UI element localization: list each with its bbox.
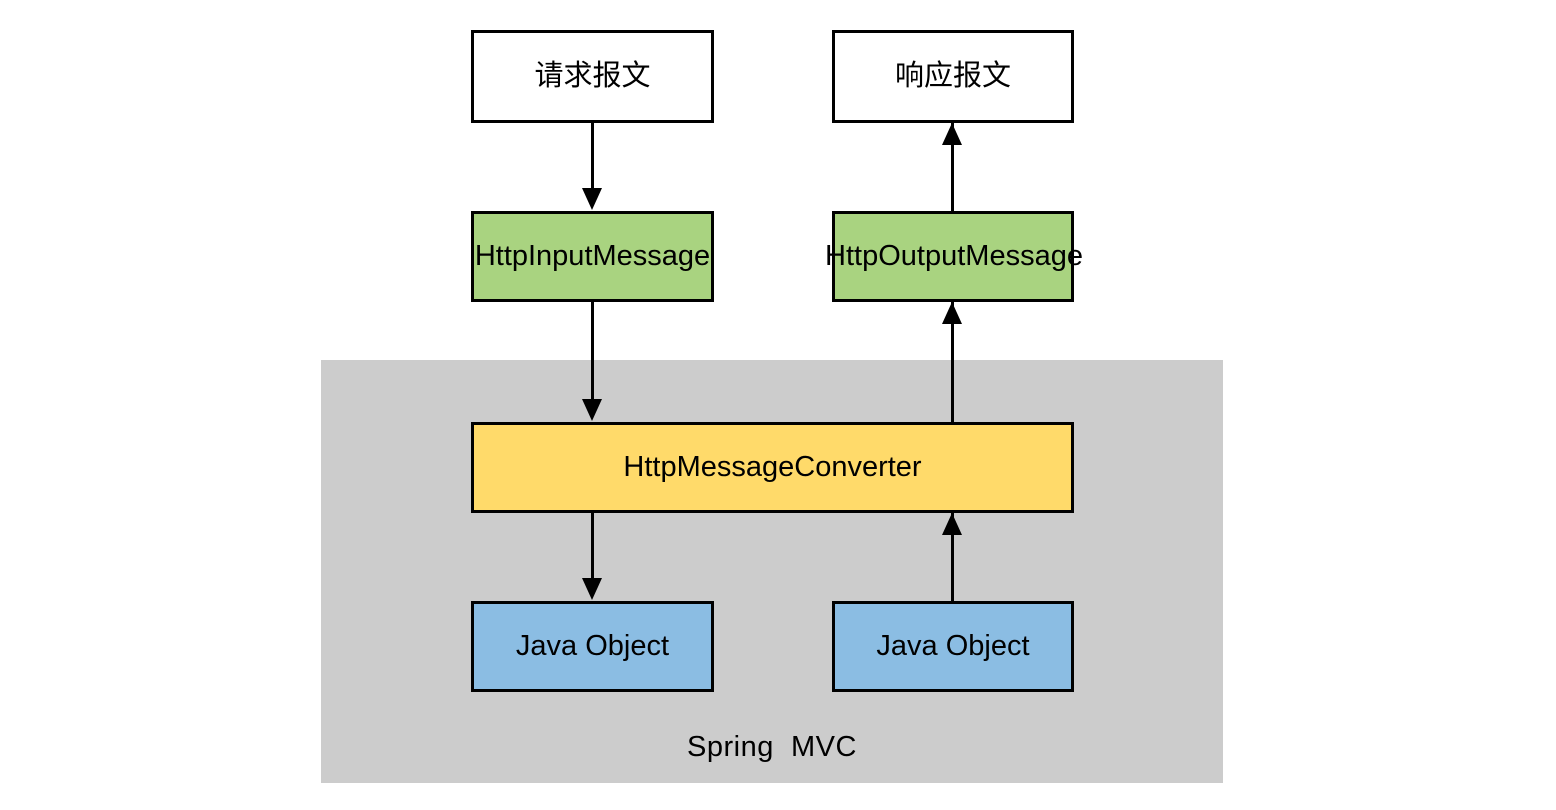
- arrow-head: [942, 513, 962, 535]
- node-http-message-converter-label: HttpMessageConverter: [623, 451, 922, 483]
- node-java-object-out-label: Java Object: [876, 630, 1030, 662]
- node-response-message-label: 响应报文: [894, 60, 1011, 92]
- arrow-head: [942, 302, 962, 324]
- arrow-shaft: [591, 122, 594, 190]
- node-java-object-in-label: Java Object: [515, 630, 670, 662]
- arrow-head: [582, 188, 602, 210]
- arrow-head: [942, 123, 962, 145]
- node-java-object-in[interactable]: Java Object: [471, 601, 714, 692]
- node-java-object-out[interactable]: Java Object: [832, 601, 1074, 692]
- arrow-head: [582, 578, 602, 600]
- arrow-shaft: [951, 302, 954, 422]
- node-request-message-label: 请求报文: [534, 60, 651, 92]
- node-http-message-converter[interactable]: HttpMessageConverter: [471, 422, 1074, 513]
- node-http-output-message[interactable]: HttpOutputMessage: [825, 211, 1083, 302]
- node-http-input-message-label: HttpInputMessage: [474, 240, 711, 272]
- spring-mvc-label: Spring MVC: [687, 731, 857, 763]
- node-http-input-message[interactable]: HttpInputMessage: [471, 211, 714, 302]
- arrow-shaft: [591, 301, 594, 401]
- node-response-message[interactable]: 响应报文: [832, 30, 1074, 123]
- arrow-shaft: [591, 512, 594, 580]
- arrow-shaft: [951, 513, 954, 601]
- arrow-head: [582, 399, 602, 421]
- node-http-output-message-label: HttpOutputMessage: [825, 240, 1083, 272]
- node-request-message[interactable]: 请求报文: [471, 30, 714, 123]
- arrow-shaft: [951, 123, 954, 211]
